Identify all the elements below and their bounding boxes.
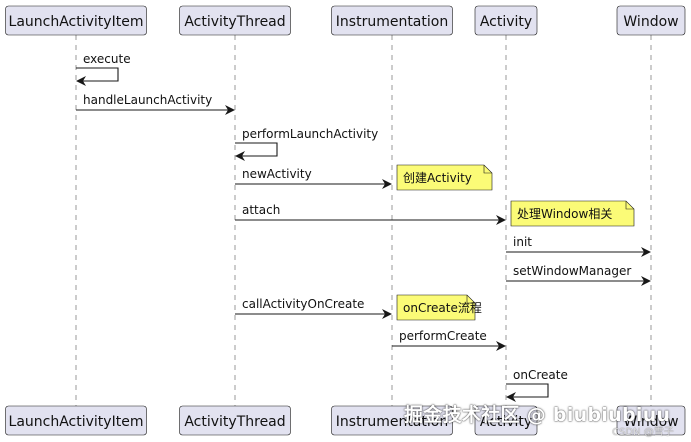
participant-label: ActivityThread xyxy=(184,414,285,430)
participant-top-window: Window xyxy=(616,5,686,36)
note-fold xyxy=(483,165,492,174)
note-text: onCreate流程 xyxy=(403,300,482,315)
message-label: init xyxy=(513,235,532,249)
participants-layer: LaunchActivityItemLaunchActivityItemActi… xyxy=(5,5,686,436)
participant-label: LaunchActivityItem xyxy=(9,414,144,430)
message-4: attach xyxy=(235,203,506,225)
participant-box xyxy=(179,405,291,436)
note-2: onCreate流程 xyxy=(396,294,482,321)
note-1: 处理Window相关 xyxy=(510,200,635,227)
self-message-arrow xyxy=(76,67,119,86)
message-label: execute xyxy=(83,52,131,66)
participant-box xyxy=(616,5,686,36)
self-message-arrow xyxy=(235,142,278,161)
message-3: newActivity xyxy=(235,167,392,189)
participant-label: Instrumentation xyxy=(336,14,448,30)
participant-top-activity: Activity xyxy=(474,5,538,36)
message-7: callActivityOnCreate xyxy=(235,297,392,319)
message-label: setWindowManager xyxy=(513,264,631,278)
note-fold xyxy=(625,201,634,210)
note-box xyxy=(396,294,476,321)
note-0: 创建Activity xyxy=(396,164,493,191)
participant-box xyxy=(331,5,453,36)
participant-bottom-window: Window xyxy=(616,405,686,436)
participant-label: ActivityThread xyxy=(184,14,285,30)
note-fold xyxy=(466,295,475,304)
participant-top-launchactivityitem: LaunchActivityItem xyxy=(5,5,147,36)
participant-label: Activity xyxy=(480,414,532,430)
message-label: performLaunchActivity xyxy=(242,127,378,141)
participant-bottom-activity: Activity xyxy=(474,405,538,436)
participant-bottom-activitythread: ActivityThread xyxy=(179,405,291,436)
notes-layer: 创建Activity 处理Window相关 onCreate流程 xyxy=(396,164,635,321)
message-1: handleLaunchActivity xyxy=(76,93,235,115)
message-9: onCreate xyxy=(506,368,568,402)
participant-box xyxy=(474,5,538,36)
participant-box xyxy=(5,405,147,436)
note-box xyxy=(396,164,493,191)
message-label: performCreate xyxy=(399,329,487,343)
message-label: callActivityOnCreate xyxy=(242,297,364,311)
message-8: performCreate xyxy=(392,329,506,351)
participant-label: Window xyxy=(623,414,678,430)
participant-top-activitythread: ActivityThread xyxy=(179,5,291,36)
note-box xyxy=(510,200,635,227)
message-6: setWindowManager xyxy=(506,264,651,286)
participant-box xyxy=(331,405,453,436)
self-message-arrow xyxy=(506,383,549,402)
note-text: 创建Activity xyxy=(403,171,472,185)
participant-bottom-instrumentation: Instrumentation xyxy=(331,405,453,436)
message-label: newActivity xyxy=(242,167,312,181)
participant-label: LaunchActivityItem xyxy=(9,14,144,30)
participant-top-instrumentation: Instrumentation xyxy=(331,5,453,36)
message-0: execute xyxy=(76,52,131,86)
message-label: handleLaunchActivity xyxy=(83,93,212,107)
participant-box xyxy=(616,405,686,436)
message-5: init xyxy=(506,235,651,257)
messages-layer: execute handleLaunchActivity performLaunch… xyxy=(76,52,651,402)
message-label: onCreate xyxy=(513,368,568,382)
participant-bottom-launchactivityitem: LaunchActivityItem xyxy=(5,405,147,436)
message-label: attach xyxy=(242,203,280,217)
participant-label: Instrumentation xyxy=(336,414,448,430)
participant-box xyxy=(5,5,147,36)
message-2: performLaunchActivity xyxy=(235,127,378,161)
note-text: 处理Window相关 xyxy=(517,207,612,221)
lifelines-layer xyxy=(75,35,652,406)
participant-label: Window xyxy=(623,14,678,30)
participant-box xyxy=(179,5,291,36)
participant-box xyxy=(474,405,538,436)
participant-label: Activity xyxy=(480,14,532,30)
